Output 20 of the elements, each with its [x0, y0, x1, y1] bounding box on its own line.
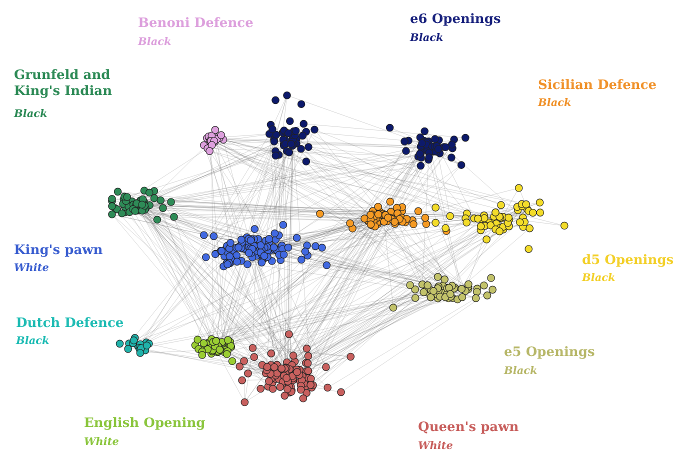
- side-label: White: [14, 262, 49, 275]
- cluster-label: e6 Openings: [410, 12, 501, 28]
- cluster-label: Grunfeld and King's Indian: [14, 68, 114, 100]
- cluster-label: Queen's pawn: [418, 420, 519, 436]
- side-label: Black: [410, 32, 444, 45]
- side-label: Black: [14, 108, 48, 121]
- cluster-label: d5 Openings: [582, 253, 674, 269]
- side-label: Black: [538, 97, 572, 110]
- side-label: Black: [582, 272, 616, 285]
- side-label: White: [418, 440, 453, 453]
- cluster-label: Dutch Defence: [16, 316, 124, 332]
- cluster-label: King's pawn: [14, 243, 103, 259]
- cluster-label: English Opening: [84, 416, 206, 432]
- side-label: White: [84, 436, 119, 449]
- side-label: Black: [138, 36, 172, 49]
- cluster-label: Benoni Defence: [138, 16, 254, 32]
- cluster-label: e5 Openings: [504, 345, 595, 361]
- cluster-label: Sicilian Defence: [538, 78, 657, 94]
- side-label: Black: [504, 365, 538, 378]
- side-label: Black: [16, 335, 50, 348]
